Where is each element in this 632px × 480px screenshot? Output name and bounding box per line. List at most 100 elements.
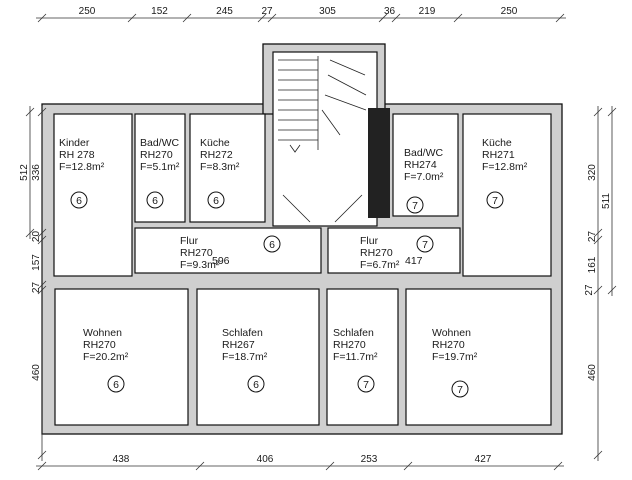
dimension-label: 460	[31, 364, 42, 381]
room-name: Bad/WC	[404, 147, 444, 159]
dimension-label: 27	[584, 284, 595, 296]
unit-number: 7	[412, 200, 418, 212]
dimension-tick	[593, 285, 603, 295]
dimension-tick	[257, 13, 267, 23]
dimension-tick	[37, 228, 47, 238]
room-name: Küche	[482, 137, 512, 149]
room-code: RH270	[83, 339, 116, 351]
unit-number: 6	[152, 195, 158, 207]
room-area: F=7.0m²	[404, 171, 444, 183]
room-code: RH274	[404, 159, 437, 171]
dimension-tick	[37, 235, 47, 245]
building-walls	[41, 43, 563, 435]
room-area: F=12.8m²	[482, 161, 528, 173]
room-name: Bad/WC	[140, 137, 180, 149]
dimension-tick	[607, 107, 617, 117]
dimension-label: 152	[151, 6, 168, 17]
dimension-tick	[25, 107, 35, 117]
room-code: RH267	[222, 339, 255, 351]
room-bad-wc-left-area	[134, 113, 186, 223]
room-area: F=19.7m²	[432, 351, 478, 363]
unit-number: 7	[492, 195, 498, 207]
dimension-label: 336	[31, 164, 42, 181]
dimension-tick	[403, 461, 413, 471]
room-name: Küche	[200, 137, 230, 149]
staircase-area	[272, 51, 378, 227]
dimension-tick	[37, 107, 47, 117]
room-name: Schlafen	[222, 327, 263, 339]
dimension-tick	[37, 285, 47, 295]
unit-circle-icon	[70, 191, 88, 209]
unit-circle-icon	[486, 191, 504, 209]
room-code: RH270	[432, 339, 465, 351]
room-schlafen-left-area	[196, 288, 320, 426]
unit-number: 6	[113, 379, 119, 391]
dimension-label: 20	[31, 231, 42, 243]
dimension-tick	[453, 13, 463, 23]
dimension-label: 250	[79, 6, 96, 17]
room-bad-wc-right-area	[392, 113, 459, 217]
room-dimension: 596	[212, 255, 230, 267]
room-name: Wohnen	[83, 327, 122, 339]
dimension-tick	[25, 228, 35, 238]
unit-number: 6	[76, 195, 82, 207]
room-name: Schlafen	[333, 327, 374, 339]
room-area: F=9.3m²	[180, 259, 220, 271]
dimension-label: 438	[113, 454, 130, 465]
room-code: RH270	[140, 149, 173, 161]
unit-circle-icon	[263, 235, 281, 253]
room-area: F=11.7m²	[333, 351, 378, 363]
dimension-label: 245	[216, 6, 233, 17]
dimension-label: 406	[257, 454, 274, 465]
dimension-label: 511	[601, 193, 612, 209]
dimension-tick	[37, 450, 47, 460]
unit-number: 7	[457, 384, 463, 396]
room-code: RH271	[482, 149, 515, 161]
dimension-tick	[378, 13, 388, 23]
room-code: RH272	[200, 149, 233, 161]
room-flur-right-area	[327, 227, 461, 274]
dimension-label: 219	[419, 6, 436, 17]
stairs	[278, 56, 367, 223]
dimension-tick	[195, 461, 205, 471]
dimension-tick	[37, 280, 47, 290]
dimension-label: 512	[19, 164, 30, 181]
room-name: Flur	[360, 235, 379, 247]
dimension-label: 36	[384, 6, 396, 17]
unit-circle-icon	[247, 375, 265, 393]
dimension-tick	[593, 235, 603, 245]
dimension-tick	[593, 107, 603, 117]
room-wohnen-left-area	[54, 288, 189, 426]
dimension-tick	[182, 13, 192, 23]
room-code: RH270	[333, 339, 366, 351]
dimension-label: 27	[31, 282, 42, 294]
dimension-label: 427	[475, 454, 492, 465]
room-code: RH270	[180, 247, 213, 259]
room-area: F=5.1m²	[140, 161, 180, 173]
unit-circle-icon	[107, 375, 125, 393]
dimension-label: 27	[587, 231, 598, 243]
unit-circle-icon	[357, 375, 375, 393]
room-area: F=12.8m²	[59, 161, 105, 173]
room-area: F=8.3m²	[200, 161, 240, 173]
dimension-label: 250	[501, 6, 518, 17]
unit-number: 6	[213, 195, 219, 207]
room-area: F=18.7m²	[222, 351, 268, 363]
dimension-tick	[127, 13, 137, 23]
dimension-label: 161	[587, 256, 598, 273]
dimension-tick	[553, 461, 563, 471]
dimension-tick	[37, 13, 47, 23]
unit-circle-icon	[406, 196, 424, 214]
room-dimension: 417	[405, 255, 423, 267]
dimension-tick	[267, 13, 277, 23]
dimension-label: 253	[361, 454, 378, 465]
